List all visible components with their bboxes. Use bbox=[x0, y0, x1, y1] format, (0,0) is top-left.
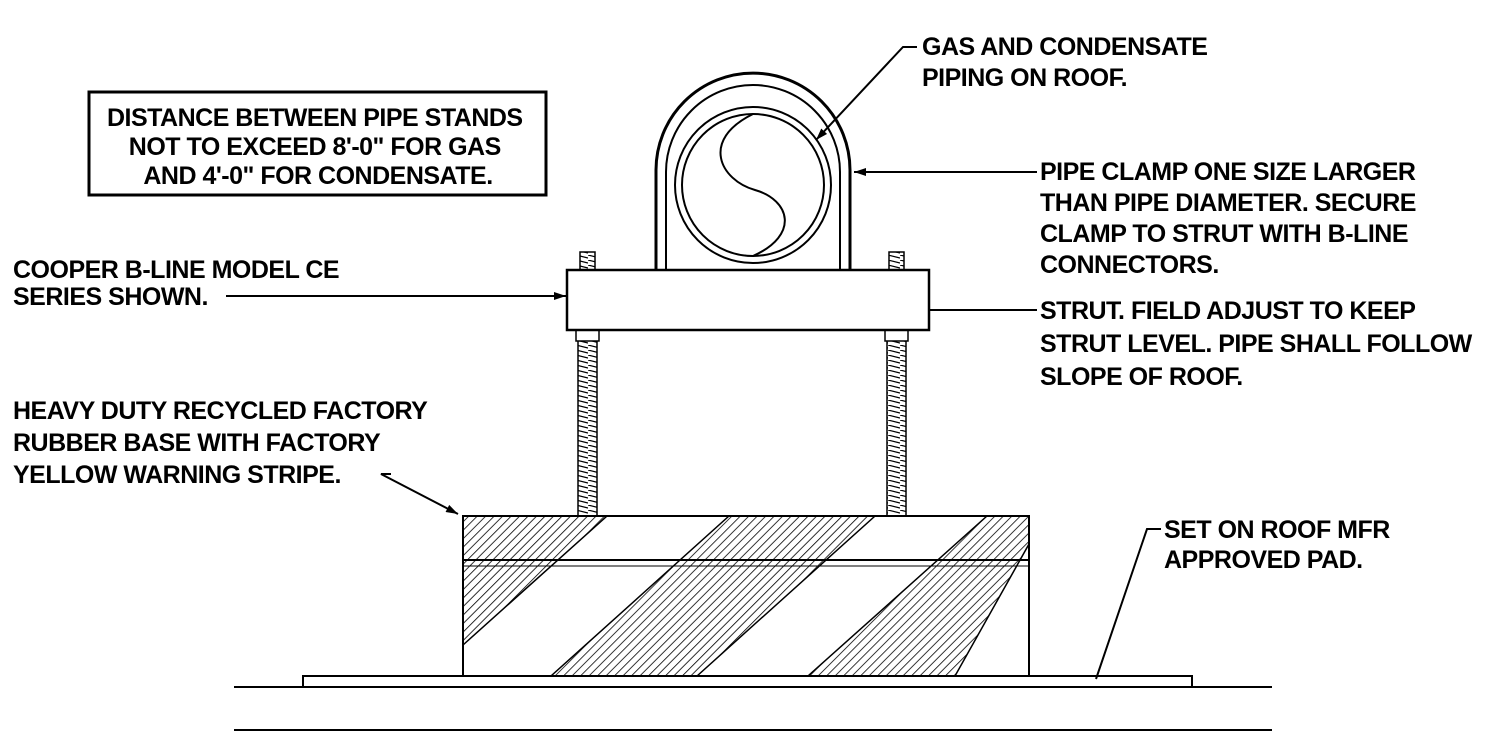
note-roof-pad: SET ON ROOF MFR APPROVED PAD. bbox=[1164, 516, 1396, 574]
threaded-rod-right bbox=[884, 251, 909, 517]
note-gas-condensate: GAS AND CONDENSATE PIPING ON ROOF. bbox=[922, 33, 1214, 92]
leader-roof-pad bbox=[1095, 528, 1161, 680]
note-strut: STRUT. FIELD ADJUST TO KEEP STRUT LEVEL.… bbox=[1040, 297, 1478, 391]
strut bbox=[565, 268, 931, 332]
leader-gas-condensate bbox=[815, 46, 917, 141]
threaded-rod-left bbox=[575, 251, 600, 517]
distance-note-box bbox=[87, 90, 548, 197]
pipe bbox=[674, 106, 832, 264]
note-pipe-clamp: PIPE CLAMP ONE SIZE LARGER THAN PIPE DIA… bbox=[1040, 158, 1422, 279]
pipe-clamp bbox=[654, 71, 852, 270]
note-cooper-b-line: COOPER B-LINE MODEL CE SERIES SHOWN. bbox=[13, 256, 346, 311]
note-distance-between-stands: DISTANCE BETWEEN PIPE STANDS NOT TO EXCE… bbox=[107, 104, 529, 190]
leader-rubber-base bbox=[380, 473, 459, 515]
roof-pad bbox=[302, 675, 1193, 688]
note-rubber-base: HEAVY DUTY RECYCLED FACTORY RUBBER BASE … bbox=[13, 397, 433, 489]
rubber-base bbox=[462, 515, 1030, 677]
